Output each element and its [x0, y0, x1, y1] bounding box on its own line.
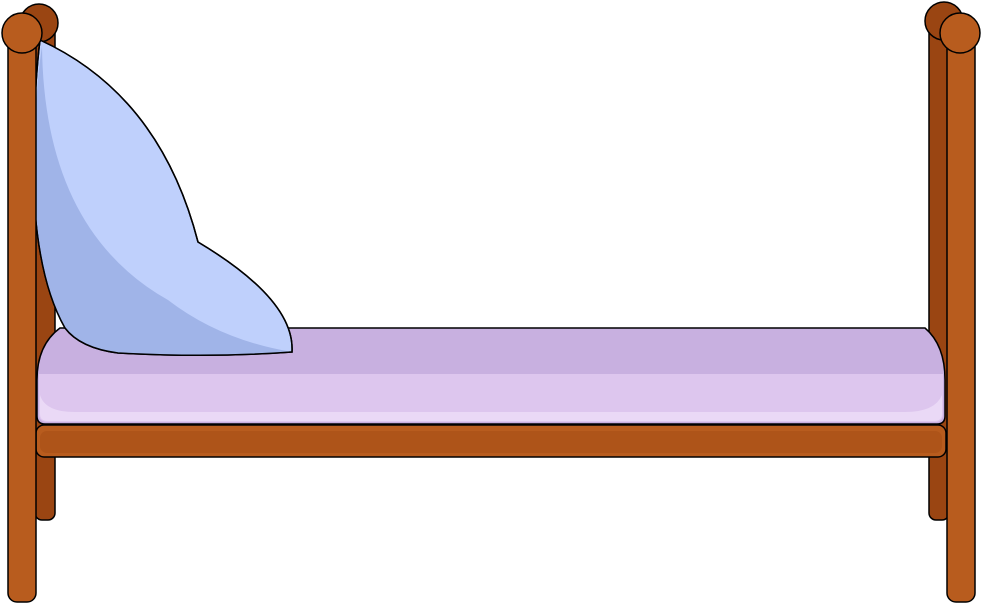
front-left-post-knob [1, 12, 43, 54]
mattress-front [39, 374, 943, 422]
front-right-post-knob [939, 12, 981, 54]
side-rail [35, 424, 947, 458]
side-rail-inset [40, 431, 942, 453]
pillow-shadow [33, 46, 292, 356]
front-right-post [946, 31, 976, 603]
pillow [32, 38, 293, 357]
mattress-highlight [40, 395, 942, 421]
front-left-post [7, 29, 37, 603]
front-posts [1, 12, 981, 603]
